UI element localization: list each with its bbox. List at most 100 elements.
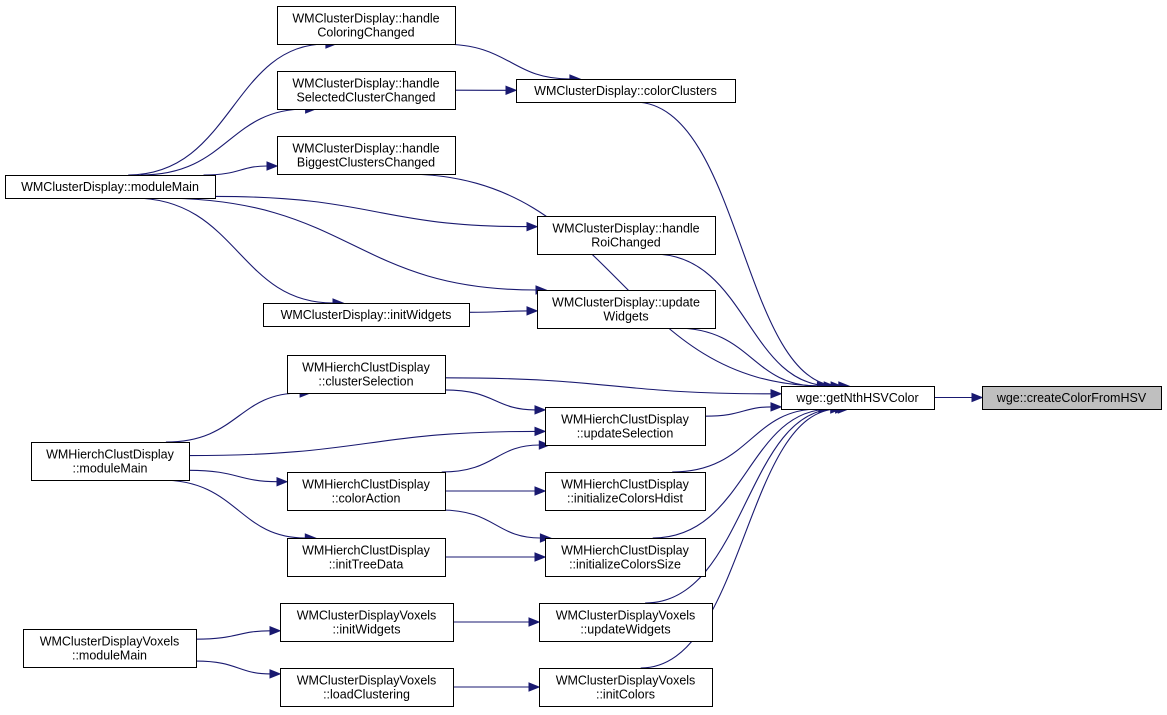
node-box xyxy=(539,668,713,707)
node-box xyxy=(23,629,197,668)
node-label-line: WMClusterDisplay::colorClusters xyxy=(534,84,717,98)
edge-cd_module_main-to-cd_init_widgets xyxy=(132,197,345,308)
node-box xyxy=(277,71,456,110)
node-cdv-init-colors[interactable]: WMClusterDisplayVoxels::initColors xyxy=(539,668,713,707)
edge-line xyxy=(195,660,271,675)
node-cd-module-main[interactable]: WMClusterDisplay::moduleMain xyxy=(5,175,216,199)
node-label-line: ::colorAction xyxy=(332,492,401,506)
edge-line xyxy=(160,479,306,539)
node-label-line: ::moduleMain xyxy=(72,649,147,663)
edge-line xyxy=(140,108,306,176)
node-cdv-load-clustering[interactable]: WMClusterDisplayVoxels::loadClustering xyxy=(280,668,454,707)
edge-line xyxy=(704,406,772,417)
node-hc-color-action[interactable]: WMHierchClustDisplay::colorAction xyxy=(287,472,446,511)
edge-line xyxy=(441,444,540,473)
node-label-line: WMClusterDisplayVoxels xyxy=(556,674,696,688)
edge-line xyxy=(214,195,528,228)
node-cdv-module-main[interactable]: WMClusterDisplayVoxels::moduleMain xyxy=(23,629,197,668)
arrowhead-icon xyxy=(770,389,783,399)
edge-cd_module_main-to-cd_handle_roi xyxy=(214,195,539,232)
node-label-line: wge::getNthHSVColor xyxy=(795,391,918,405)
edge-line xyxy=(404,173,825,387)
node-label-line: WMClusterDisplayVoxels xyxy=(297,609,437,623)
node-box xyxy=(537,216,716,255)
node-get-nth-hsv[interactable]: wge::getNthHSVColor xyxy=(781,386,935,410)
node-box xyxy=(545,472,706,511)
node-label-line: ::initTreeData xyxy=(329,558,404,572)
node-label-line: ::initializeColorsHdist xyxy=(567,492,684,506)
node-hc-init-colors-size[interactable]: WMHierchClustDisplay::initializeColorsSi… xyxy=(545,538,706,577)
arrowhead-icon xyxy=(534,426,547,437)
edge-cd_handle_selected-to-cd_color_clusters xyxy=(454,85,518,96)
edge-line xyxy=(653,253,832,387)
arrowhead-icon xyxy=(526,306,539,316)
node-hc-module-main[interactable]: WMHierchClustDisplay::moduleMain xyxy=(31,442,190,481)
node-box xyxy=(277,136,456,175)
node-label-line: WMClusterDisplay::handle xyxy=(292,77,439,91)
arrowhead-icon xyxy=(266,161,279,171)
node-box xyxy=(287,355,446,394)
arrowhead-icon xyxy=(534,552,547,562)
edge-cd_handle_coloring-to-cd_color_clusters xyxy=(441,43,582,84)
edge-cd_init_widgets-to-cd_update_widgets xyxy=(468,306,539,316)
node-cd-handle-biggest[interactable]: WMClusterDisplay::handleBiggestClustersC… xyxy=(277,136,456,175)
node-hc-cluster-selection[interactable]: WMHierchClustDisplay::clusterSelection xyxy=(287,355,446,394)
node-cdv-init-widgets[interactable]: WMClusterDisplayVoxels::initWidgets xyxy=(280,603,454,642)
node-label-line: WMHierchClustDisplay xyxy=(561,413,690,427)
node-label-line: ::loadClustering xyxy=(323,688,410,702)
arrowhead-icon xyxy=(269,669,282,679)
edge-cd_module_main-to-cd_update_widgets xyxy=(158,197,548,295)
nodes-layer: WMClusterDisplay::handleColoringChangedW… xyxy=(5,6,1162,707)
node-box xyxy=(287,472,446,511)
edge-line xyxy=(188,430,536,457)
node-box xyxy=(545,538,706,577)
edge-hc_module_main-to-hc_update_selection xyxy=(188,426,547,457)
node-create-color-hsv[interactable]: wge::createColorFromHSV xyxy=(982,386,1162,410)
node-box xyxy=(277,6,456,45)
node-cd-update-widgets[interactable]: WMClusterDisplay::updateWidgets xyxy=(537,290,716,329)
edge-cdv_module_main-to-cdv_load_clustering xyxy=(195,660,282,679)
edge-hc_cluster_selection-to-hc_update_selection xyxy=(444,389,547,415)
node-label-line: WMClusterDisplay::update xyxy=(552,296,700,310)
node-label-line: WMClusterDisplay::handle xyxy=(292,142,439,156)
edge-line xyxy=(132,197,334,304)
edge-line xyxy=(440,509,541,539)
edge-line xyxy=(444,389,536,411)
node-label-line: ::updateSelection xyxy=(577,427,674,441)
arrowhead-icon xyxy=(528,682,541,692)
node-cd-color-clusters[interactable]: WMClusterDisplay::colorClusters xyxy=(516,79,736,103)
arrowhead-icon xyxy=(538,440,551,450)
node-hc-update-selection[interactable]: WMHierchClustDisplay::updateSelection xyxy=(545,407,706,446)
node-hc-init-tree-data[interactable]: WMHierchClustDisplay::initTreeData xyxy=(287,538,446,577)
arrowhead-icon xyxy=(269,626,282,636)
node-label-line: WMHierchClustDisplay xyxy=(302,478,431,492)
edge-hc_color_action-to-hc_init_colors_hdist xyxy=(444,486,547,496)
node-label-line: WMHierchClustDisplay xyxy=(561,478,690,492)
node-label-line: ::moduleMain xyxy=(72,462,147,476)
node-label-line: ColoringChanged xyxy=(317,26,414,40)
node-box xyxy=(263,303,470,327)
edge-line xyxy=(158,197,537,291)
edge-line xyxy=(672,408,819,473)
edge-cdv_load_clustering-to-cdv_init_colors xyxy=(453,682,541,692)
node-label-line: ::updateWidgets xyxy=(580,623,670,637)
arrowhead-icon xyxy=(971,392,984,403)
node-box xyxy=(982,386,1162,410)
node-cd-handle-selected[interactable]: WMClusterDisplay::handleSelectedClusterC… xyxy=(277,71,456,110)
edge-line xyxy=(444,377,772,395)
node-label-line: BiggestClustersChanged xyxy=(297,156,435,170)
node-cd-init-widgets[interactable]: WMClusterDisplay::initWidgets xyxy=(263,303,470,327)
edge-line xyxy=(645,408,836,604)
node-box xyxy=(287,538,446,577)
node-cdv-update-widgets[interactable]: WMClusterDisplayVoxels::updateWidgets xyxy=(539,603,713,642)
node-hc-init-colors-hdist[interactable]: WMHierchClustDisplay::initializeColorsHd… xyxy=(545,472,706,511)
edge-cdv_module_main-to-cdv_init_widgets xyxy=(195,626,282,640)
arrowhead-icon xyxy=(534,486,547,496)
edge-line xyxy=(165,392,301,443)
edges-layer xyxy=(128,39,984,692)
edge-hc_color_action-to-hc_init_colors_size xyxy=(440,509,552,543)
node-label-line: SelectedClusterChanged xyxy=(297,91,436,105)
node-box xyxy=(539,603,713,642)
